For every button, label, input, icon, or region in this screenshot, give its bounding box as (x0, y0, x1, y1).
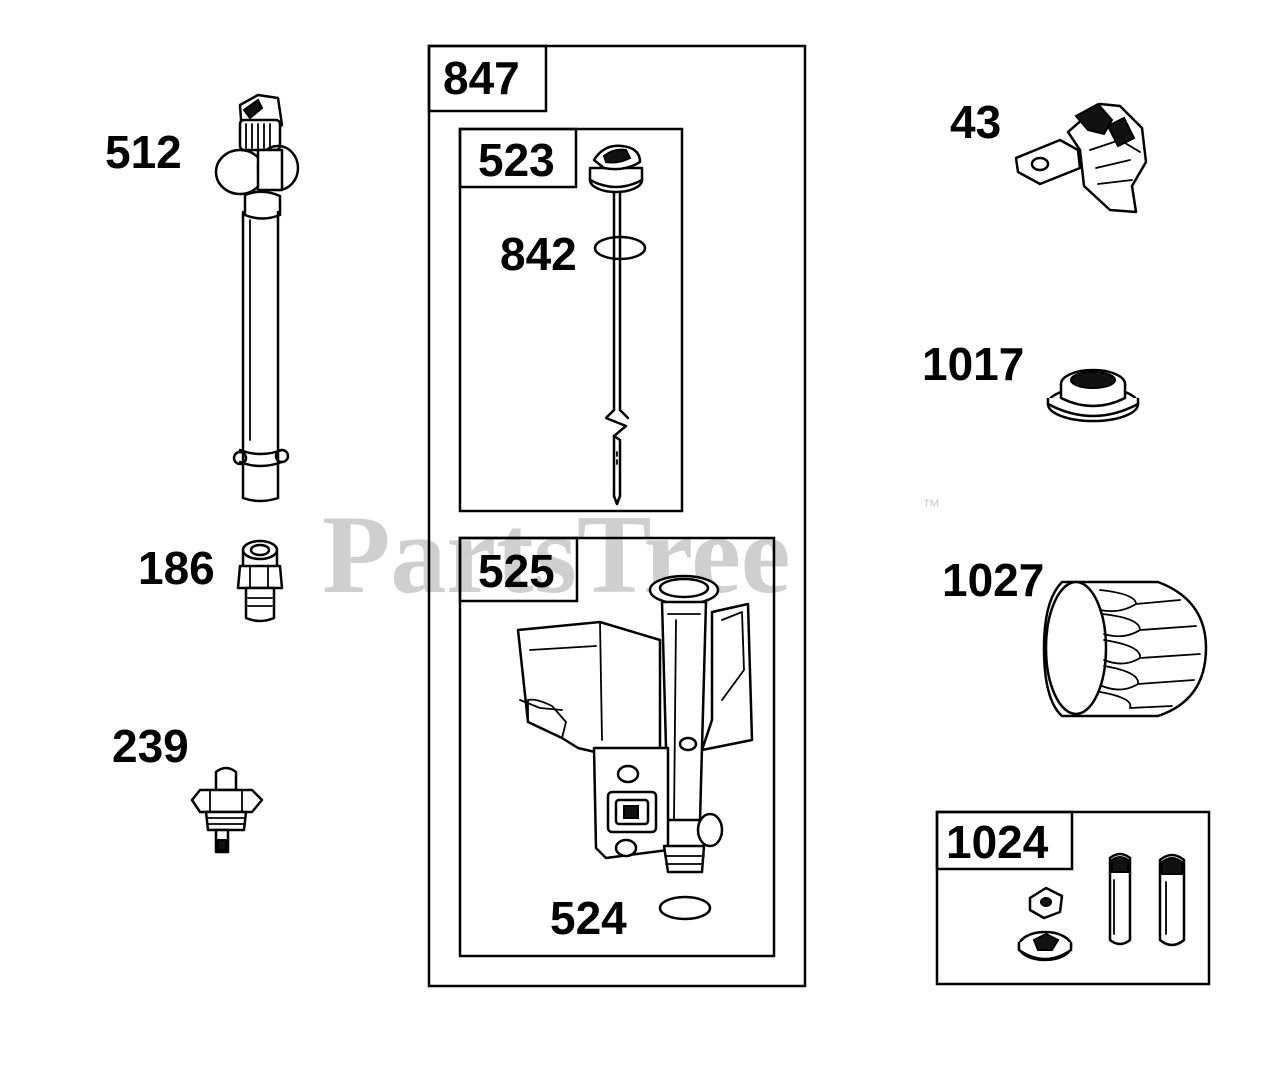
o-ring-842-illustration (593, 235, 647, 261)
fitting-illustration (236, 539, 284, 623)
label-525: 525 (478, 545, 555, 597)
part-1017[interactable]: 1017 (922, 338, 1140, 423)
label-523: 523 (478, 134, 555, 186)
part-186[interactable]: 186 (138, 539, 284, 623)
kit-525[interactable]: 525 (458, 536, 776, 958)
part-239[interactable]: 239 (112, 720, 264, 854)
label-847: 847 (443, 52, 520, 104)
label-186: 186 (138, 542, 215, 594)
part-43[interactable]: 43 (950, 96, 1148, 214)
o-ring-524-illustration (658, 895, 712, 921)
kit-525-label-box (458, 536, 579, 603)
label-512: 512 (105, 126, 182, 178)
label-43: 43 (950, 96, 1001, 148)
cap-1017-illustration (1046, 368, 1140, 423)
bracket-illustration (1014, 102, 1148, 214)
label-1017: 1017 (922, 338, 1024, 390)
watermark-trademark: ™ (922, 496, 940, 516)
dipstick-illustration (588, 144, 644, 506)
oil-filter-illustration (1042, 580, 1208, 718)
kit-523-label-box (458, 127, 578, 189)
fill-tube-illustration (516, 574, 754, 874)
label-524: 524 (550, 892, 627, 944)
part-524[interactable]: 524 (550, 892, 712, 944)
kit-1024-illustration (1017, 852, 1186, 962)
label-842: 842 (500, 228, 577, 280)
kit-847-label-box (427, 44, 548, 113)
part-1027[interactable]: 1027 (942, 554, 1208, 718)
part-512[interactable]: 512 (105, 93, 300, 503)
part-842[interactable]: 842 (500, 228, 647, 280)
label-1024: 1024 (946, 816, 1049, 868)
label-239: 239 (112, 720, 189, 772)
kit-1024-label-box (935, 810, 1074, 871)
kit-1024[interactable]: 1024 (935, 810, 1211, 986)
label-1027: 1027 (942, 554, 1044, 606)
kit-847-frame (427, 44, 807, 988)
kit-523[interactable]: 523 (458, 127, 684, 513)
dipstick-tube-illustration (214, 93, 300, 503)
pressure-switch-illustration (190, 766, 264, 854)
kit-525-frame (458, 536, 776, 958)
kit-847[interactable]: 847 523 842 (427, 44, 807, 988)
